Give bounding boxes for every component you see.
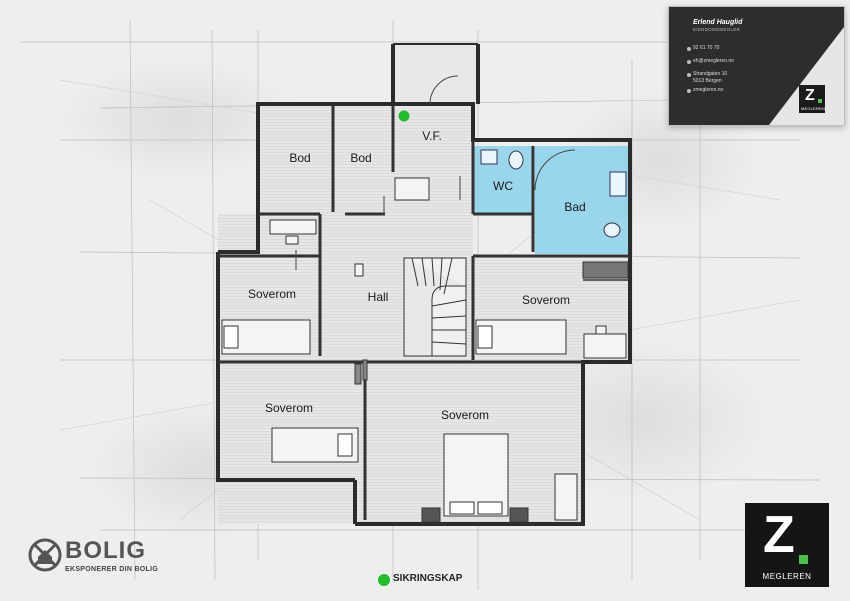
agent-address-line2: 5013 Bergen — [693, 78, 722, 84]
legend-label: SIKRINGSKAP — [393, 573, 463, 584]
desk-soverom-2 — [583, 333, 627, 359]
room-label-soverom-1: Soverom — [248, 287, 296, 301]
room-label-soverom-2: Soverom — [522, 293, 570, 307]
card-logo-text: MEGLEREN — [801, 106, 826, 111]
agent-phone: 92 61 70 70 — [693, 45, 720, 51]
zmegleren-text: MEGLEREN — [762, 572, 812, 581]
desk-soverom-4 — [554, 473, 578, 521]
sink-wc — [480, 149, 498, 165]
fuse-box-marker — [398, 110, 410, 122]
room-label-vf: V.F. — [422, 129, 442, 143]
room-label-soverom-4: Soverom — [441, 408, 489, 422]
staircase — [403, 257, 467, 357]
xbolig-wordmark: BOLIG — [65, 537, 146, 564]
globe-icon — [687, 89, 691, 93]
room-label-hall: Hall — [368, 290, 389, 304]
shelf-hall-2 — [362, 359, 368, 381]
zmegleren-accent — [799, 555, 808, 564]
zmegleren-logo: Z MEGLEREN — [745, 503, 829, 587]
business-card: Erlend Hauglid EIENDOMSMEGLER 92 61 70 7… — [668, 6, 845, 126]
agent-email: eh@zmegleren.no — [693, 58, 734, 64]
agent-website: zmegleren.no — [693, 87, 724, 93]
fixtures — [480, 149, 627, 238]
room-label-soverom-3: Soverom — [265, 401, 313, 415]
business-card-background — [669, 7, 844, 125]
zmegleren-letter: Z — [763, 506, 795, 564]
xbolig-tagline: EKSPONERER DIN BOLIG — [65, 566, 159, 573]
xbolig-logo: BOLIG EKSPONERER DIN BOLIG — [27, 537, 177, 579]
inner-walls — [218, 106, 630, 520]
toilet-wc — [508, 150, 524, 170]
closet — [582, 261, 629, 279]
location-icon — [687, 73, 691, 77]
wardrobe-hall — [394, 177, 430, 201]
shelf-hall — [354, 263, 364, 277]
email-icon — [687, 60, 691, 64]
legend-dot-icon — [378, 574, 390, 586]
doors — [295, 75, 576, 270]
agent-title: EIENDOMSMEGLER — [693, 27, 741, 32]
room-label-bod-2: Bod — [350, 151, 371, 165]
zmegleren-card-logo: Z MEGLEREN — [799, 85, 825, 113]
card-logo-accent — [818, 99, 822, 103]
toilet-bad — [603, 222, 621, 238]
room-label-bad: Bad — [564, 200, 585, 214]
phone-icon — [687, 47, 691, 51]
shelf-soverom — [354, 363, 362, 385]
desk-soverom-1 — [269, 219, 317, 235]
agent-name: Erlend Hauglid — [693, 19, 743, 26]
room-label-bod-1: Bod — [289, 151, 310, 165]
agent-address-line1: Strandgaten 10 — [693, 71, 728, 77]
room-label-wc: WC — [493, 179, 513, 193]
sink-bad — [609, 171, 627, 197]
room-labels: Bod Bod V.F. WC Bad Hall Soverom Soverom… — [248, 129, 586, 422]
furniture — [221, 177, 629, 523]
card-logo-letter: Z — [805, 87, 815, 104]
xbolig-house-icon — [28, 538, 62, 572]
